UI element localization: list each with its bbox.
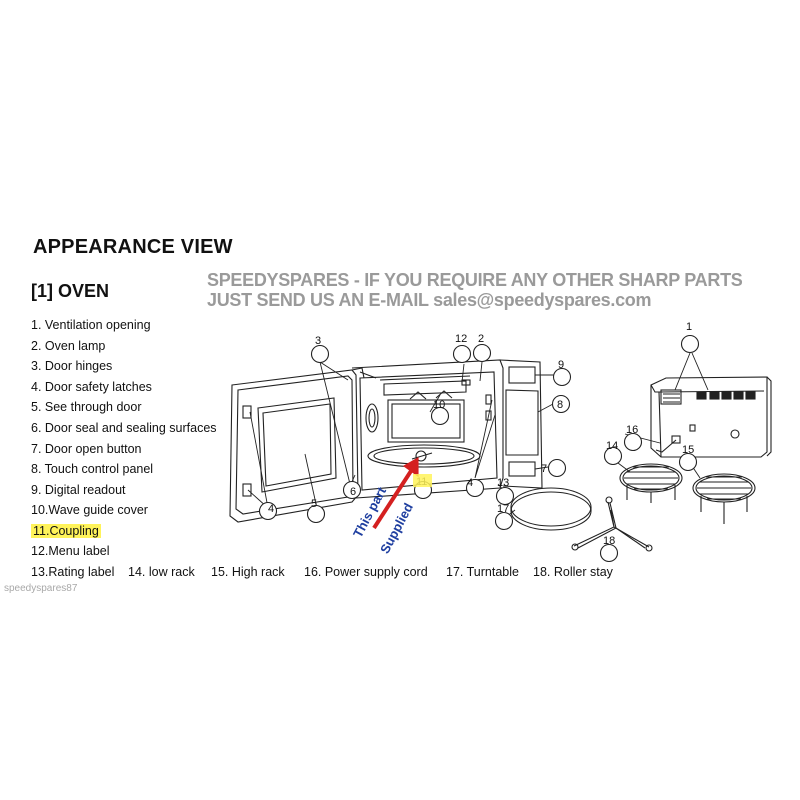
- watermark-line-2: JUST SEND US AN E-MAIL sales@speedyspare…: [207, 290, 652, 310]
- callout-15: 15: [682, 444, 694, 456]
- callout-14: 14: [606, 440, 618, 452]
- watermark-line-1: SPEEDYSPARES - IF YOU REQUIRE ANY OTHER …: [207, 270, 743, 290]
- callout-16: 16: [626, 424, 638, 436]
- legend-item: 4. Door safety latches: [31, 380, 152, 394]
- callout-6: 6: [350, 486, 356, 498]
- legend-item: 13.Rating label: [31, 565, 115, 579]
- red-arrow-head: [402, 457, 419, 478]
- callout-3: 3: [315, 335, 321, 347]
- legend-item: 8. Touch control panel: [31, 462, 154, 476]
- turntable: [510, 487, 592, 531]
- legend-item: 16. Power supply cord: [304, 565, 428, 579]
- legend-item: 6. Door seal and sealing surfaces: [31, 421, 217, 435]
- legend-item: 5. See through door: [31, 400, 142, 414]
- low-rack: [619, 463, 683, 503]
- highlighted-part-label: 11.Coupling: [31, 524, 101, 538]
- callout-9: 9: [558, 359, 564, 371]
- callout-2: 2: [478, 333, 484, 345]
- roller-stay: [571, 496, 653, 552]
- callout-1: 1: [686, 321, 692, 333]
- legend-item: 18. Roller stay: [533, 565, 613, 579]
- open-door: [229, 367, 365, 523]
- legend-item: 3. Door hinges: [31, 359, 113, 373]
- callout-17: 17: [497, 503, 509, 515]
- seller-tag: speedyspares87: [4, 583, 78, 594]
- callout-circles: [258, 334, 700, 563]
- section-title: [1] OVEN: [31, 281, 110, 301]
- legend-item: 14. low rack: [128, 565, 195, 579]
- legend-item: 15. High rack: [211, 565, 285, 579]
- callout-11-highlight: [413, 474, 432, 487]
- legend-item: 12.Menu label: [31, 544, 110, 558]
- callout-12: 12: [455, 333, 467, 345]
- legend-item: 10.Wave guide cover: [31, 503, 148, 517]
- legend-item: 1. Ventilation opening: [31, 318, 151, 332]
- callout-4-right: 4: [467, 477, 473, 489]
- legend-item: 17. Turntable: [446, 565, 519, 579]
- callout-4-left: 4: [268, 503, 274, 515]
- legend-item: 7. Door open button: [31, 442, 142, 456]
- legend-item: 2. Oven lamp: [31, 339, 106, 353]
- callout-8: 8: [557, 399, 563, 411]
- oven-back-view: [650, 376, 772, 458]
- callout-5: 5: [311, 498, 317, 510]
- callout-10: 10: [433, 399, 445, 411]
- legend-item-highlighted: 11.Coupling: [31, 524, 101, 538]
- page-title: APPEARANCE VIEW: [33, 236, 233, 258]
- callout-labels: 1 2 3 4 4 5 6 7 8 9 10 11 12 13 14 15 16…: [268, 321, 694, 547]
- red-arrow: [372, 457, 419, 530]
- callout-7: 7: [541, 463, 547, 475]
- legend-item: 9. Digital readout: [31, 483, 126, 497]
- red-arrow-shaft: [372, 469, 413, 530]
- control-panel: [499, 359, 543, 489]
- high-rack: [692, 473, 756, 524]
- callout-13: 13: [497, 477, 509, 489]
- callout-18: 18: [603, 535, 615, 547]
